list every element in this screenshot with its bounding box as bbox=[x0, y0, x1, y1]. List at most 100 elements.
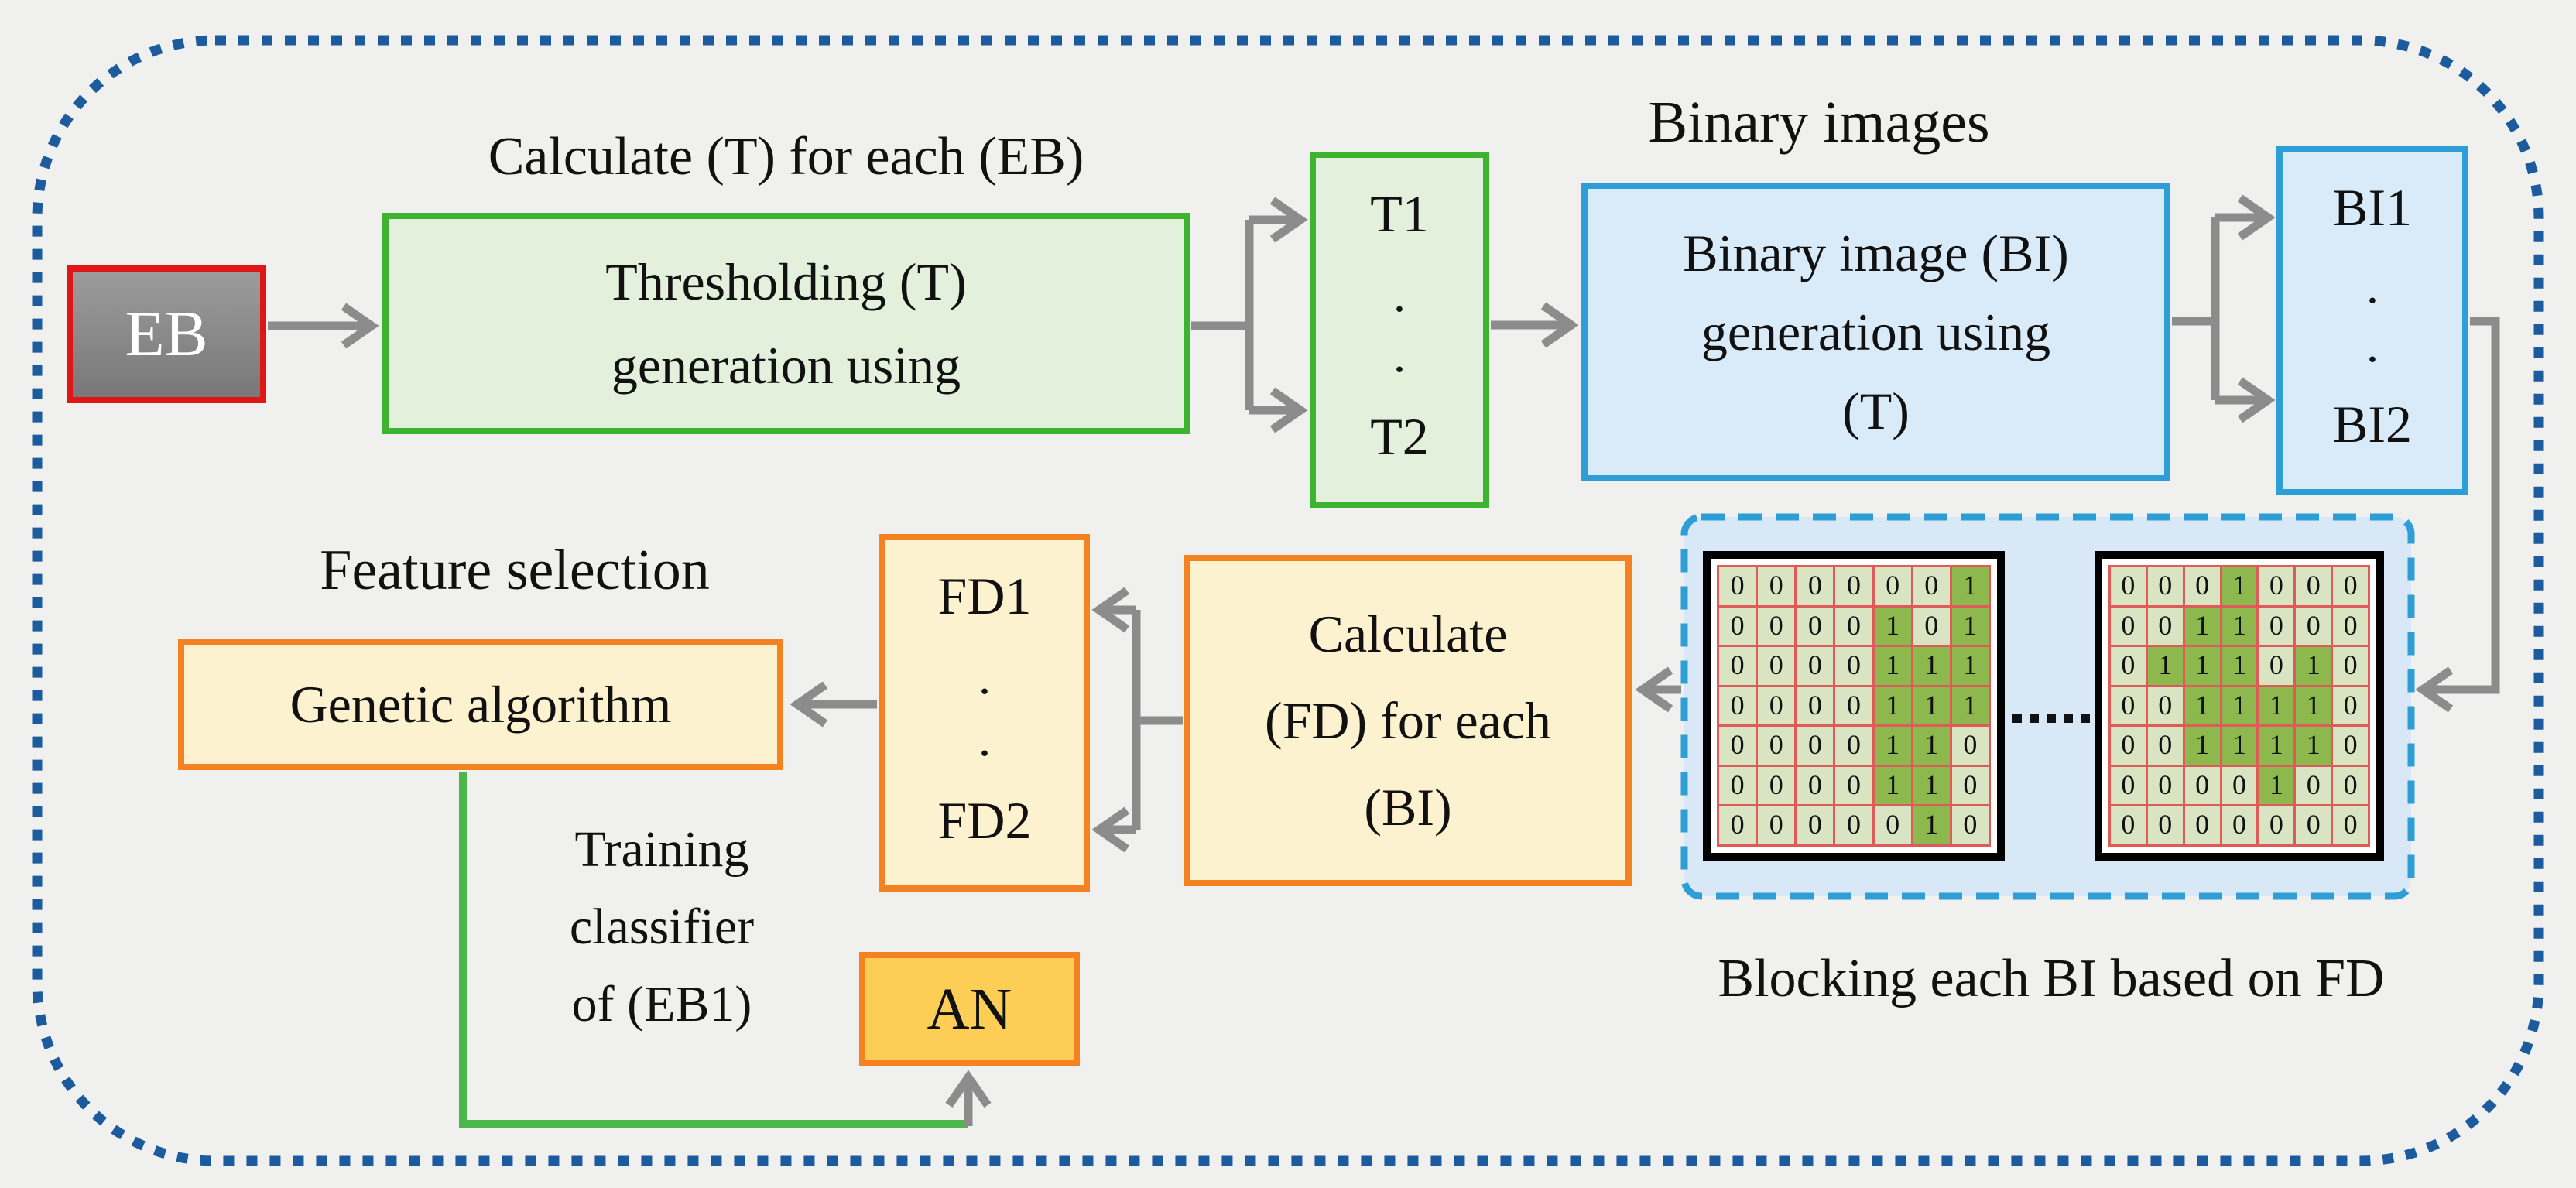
matrix-cell: 1 bbox=[2259, 727, 2294, 765]
vertical-ellipsis-dot: . bbox=[2366, 317, 2379, 372]
matrix-cell: 0 bbox=[2259, 806, 2294, 844]
matrix-cell: 0 bbox=[1835, 727, 1872, 765]
matrix-cell: 1 bbox=[1951, 686, 1989, 725]
matrix-cell: 1 bbox=[2184, 727, 2220, 765]
t2-label: T2 bbox=[1370, 406, 1429, 466]
matrix-cell: 0 bbox=[2147, 607, 2183, 645]
bi2-label: BI2 bbox=[2333, 395, 2412, 454]
matrix-cell: 1 bbox=[1874, 647, 1911, 685]
matrix-cell: 0 bbox=[2111, 686, 2146, 725]
matrix-cell: 0 bbox=[2147, 806, 2183, 844]
matrix-cell: 0 bbox=[2221, 806, 2257, 844]
matrix-cell: 1 bbox=[2259, 766, 2294, 805]
matrix-cell: 1 bbox=[1951, 647, 1989, 685]
matrix-cell: 0 bbox=[1797, 766, 1834, 805]
matrix-cell: 0 bbox=[1797, 806, 1834, 844]
matrix-cell: 0 bbox=[1835, 766, 1872, 805]
split-line-fd bbox=[1132, 610, 1183, 830]
matrix-cell: 0 bbox=[1951, 806, 1989, 844]
matrix-cell: 0 bbox=[2259, 647, 2294, 685]
bigen-line: (T) bbox=[1842, 382, 1910, 440]
matrix-cell: 0 bbox=[1758, 607, 1795, 645]
matrix-cell: 0 bbox=[2147, 567, 2183, 605]
matrix-cell: 0 bbox=[1874, 806, 1911, 844]
vertical-ellipsis-dot: . bbox=[1393, 327, 1406, 383]
matrix-cell: 0 bbox=[2333, 686, 2368, 725]
bigen-line: Binary image (BI) bbox=[1683, 224, 2069, 282]
matrix-cell: 1 bbox=[2221, 567, 2257, 605]
bigen-line: generation using bbox=[1701, 303, 2051, 361]
matrix-cell: 0 bbox=[1797, 567, 1834, 605]
matrix-cell: 0 bbox=[1951, 727, 1989, 765]
matrix-cell: 0 bbox=[2259, 607, 2294, 645]
matrix-cell: 0 bbox=[1797, 607, 1834, 645]
matrix-ellipsis bbox=[2012, 714, 2090, 723]
matrix-cell: 0 bbox=[1758, 647, 1795, 685]
vertical-ellipsis-dot: . bbox=[1393, 266, 1406, 322]
matrix-cell: 0 bbox=[2111, 727, 2146, 765]
matrix-cell: 0 bbox=[1835, 686, 1872, 725]
matrix-cell: 1 bbox=[1913, 647, 1950, 685]
fd2-label: FD2 bbox=[937, 790, 1032, 850]
thresholding-node: Thresholding (T) generation using bbox=[382, 213, 1190, 434]
matrix-cell: 1 bbox=[2184, 686, 2220, 725]
matrix-cell: 0 bbox=[2184, 806, 2220, 844]
matrix-cell: 1 bbox=[2147, 647, 2183, 685]
matrix-cell: 1 bbox=[2221, 727, 2257, 765]
matrix-cell: 0 bbox=[1835, 607, 1872, 645]
genetic-algorithm-node: Genetic algorithm bbox=[178, 639, 783, 770]
vertical-ellipsis-dot: . bbox=[978, 710, 991, 766]
matrix-cell: 0 bbox=[1758, 686, 1795, 725]
training-line: Training bbox=[574, 821, 749, 878]
vertical-ellipsis-dot: . bbox=[978, 649, 991, 705]
matrix-cell: 0 bbox=[1797, 727, 1834, 765]
matrix-cell: 1 bbox=[1913, 727, 1950, 765]
matrix-cell: 1 bbox=[1913, 766, 1950, 805]
matrix-cell: 0 bbox=[1758, 727, 1795, 765]
matrix-cell: 1 bbox=[1951, 567, 1989, 605]
split-line-t bbox=[1191, 220, 1254, 410]
t-list-node: T1 . . T2 bbox=[1310, 152, 1489, 508]
calcfd-line: (FD) for each bbox=[1264, 691, 1552, 750]
matrix-cell: 0 bbox=[1758, 806, 1795, 844]
matrix-cell: 0 bbox=[1951, 766, 1989, 805]
matrix-cell: 0 bbox=[1719, 766, 1756, 805]
matrix-cell: 0 bbox=[2333, 607, 2368, 645]
matrix-cell: 0 bbox=[2111, 766, 2146, 805]
matrix-cell: 0 bbox=[1913, 607, 1950, 645]
matrix-cell: 0 bbox=[1758, 567, 1795, 605]
matrix-cell: 0 bbox=[1719, 686, 1756, 725]
matrix-cell: 0 bbox=[2333, 647, 2368, 685]
calcfd-line: Calculate bbox=[1308, 604, 1508, 663]
training-line: of (EB1) bbox=[571, 976, 752, 1032]
fd1-label: FD1 bbox=[937, 567, 1032, 625]
figure-dotted-border bbox=[32, 35, 2544, 1166]
matrix-cell: 1 bbox=[2259, 686, 2294, 725]
blocking-label: Blocking each BI based on FD bbox=[1718, 949, 2385, 1008]
fd-list-node: FD1 . . FD2 bbox=[879, 534, 1090, 892]
split-line-bi bbox=[2172, 217, 2220, 400]
matrix-cell: 1 bbox=[1874, 607, 1911, 645]
matrix-cell: 1 bbox=[1913, 686, 1950, 725]
matrix-cell: 0 bbox=[2333, 727, 2368, 765]
matrix-cell: 0 bbox=[2333, 806, 2368, 844]
matrix-cell: 0 bbox=[1835, 806, 1872, 844]
matrix-cell: 0 bbox=[1719, 607, 1756, 645]
matrix-cell: 0 bbox=[2111, 567, 2146, 605]
t1-label: T1 bbox=[1370, 184, 1429, 243]
matrix-cell: 1 bbox=[1951, 607, 1989, 645]
eb-node: EB bbox=[67, 265, 266, 403]
matrix-cell: 0 bbox=[1719, 647, 1756, 685]
an-label: AN bbox=[927, 977, 1012, 1042]
training-classifier-label: Training classifier of (EB1) bbox=[495, 811, 828, 1043]
matrix-cell: 1 bbox=[2296, 686, 2331, 725]
an-node: AN bbox=[859, 952, 1080, 1066]
matrix-cell: 0 bbox=[2296, 567, 2331, 605]
vertical-ellipsis-dot: . bbox=[2366, 258, 2379, 313]
matrix-cell: 0 bbox=[2333, 567, 2368, 605]
matrix-cell: 0 bbox=[1719, 727, 1756, 765]
